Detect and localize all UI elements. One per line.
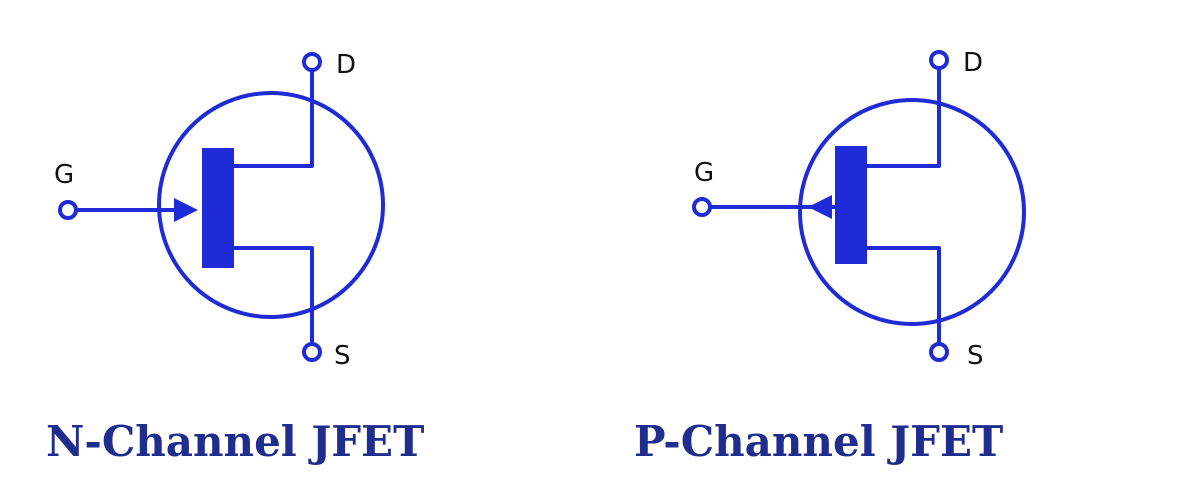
n-channel-caption: N-Channel JFET (46, 417, 425, 466)
drain-terminal (929, 50, 949, 70)
drain-label: D (963, 48, 983, 78)
p-channel-jfet-diagram: D S G P-Channel JFET (594, 0, 1188, 500)
jfet-body-circle (798, 98, 1026, 326)
gate-terminal (692, 197, 712, 217)
n-channel-jfet-symbol: D S G (54, 50, 385, 371)
drain-lead (865, 68, 941, 168)
source-terminal (302, 342, 322, 362)
gate-label: G (694, 158, 714, 188)
drain-lead (232, 68, 314, 168)
n-channel-jfet-diagram: D S G N-Channel JFET (46, 50, 425, 466)
gate-arrow-inward (174, 198, 198, 222)
source-lead (865, 246, 941, 346)
source-lead (232, 246, 314, 344)
channel-bar (835, 146, 867, 264)
source-label: S (967, 341, 984, 371)
source-terminal (929, 342, 949, 362)
gate-label: G (54, 160, 74, 190)
gate-terminal (58, 200, 78, 220)
drain-terminal (302, 52, 322, 72)
jfet-body-circle (157, 91, 385, 319)
source-label: S (334, 341, 351, 371)
gate-arrow-outward (808, 195, 832, 219)
p-channel-caption: P-Channel JFET (634, 417, 1004, 466)
p-channel-jfet-symbol: D S G (692, 48, 1026, 371)
drain-label: D (336, 50, 356, 80)
channel-bar (202, 148, 234, 268)
